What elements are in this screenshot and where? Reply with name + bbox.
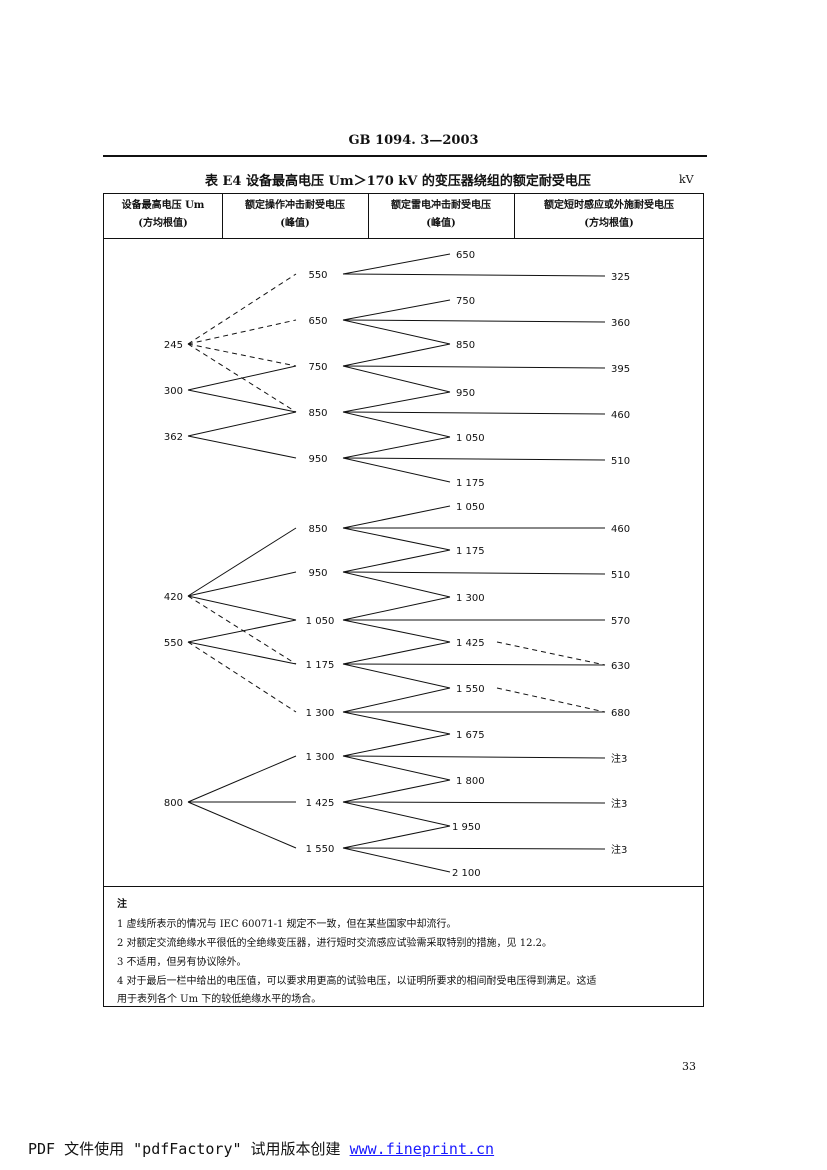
lightning-impulse-label: 1 425 (456, 638, 485, 649)
um-label: 300 (164, 386, 183, 397)
table-unit: kV (679, 173, 694, 186)
switching-impulse-label: 1 300 (306, 708, 335, 719)
column-header-short-duration-line1: 额定短时感应或外施耐受电压 (544, 200, 674, 211)
short-duration-label: 395 (611, 364, 630, 375)
header-rule (103, 155, 707, 157)
note-item: 2 对额定交流绝缘水平很低的全绝缘变压器，进行短时交流感应试验需采取特别的措施，… (117, 938, 552, 949)
switching-impulse-label: 1 300 (306, 752, 335, 763)
lightning-impulse-label: 850 (456, 340, 475, 351)
column-header-lightning: 额定雷电冲击耐受电压 (峰值) (368, 193, 514, 239)
column-header-um: 设备最高电压 Um (方均根值) (104, 193, 222, 239)
note-item: 1 虚线所表示的情况与 IEC 60071-1 规定不一致，但在某些国家中却流行… (117, 919, 457, 930)
switching-impulse-label: 950 (308, 454, 327, 465)
lightning-impulse-label: 1 675 (456, 730, 485, 741)
short-duration-labels: 325 360 395 460 510 460 510 570 630 680 … (611, 272, 630, 856)
standard-code: GB 1094. 3—2003 (348, 133, 479, 148)
short-duration-label: 680 (611, 708, 630, 719)
switching-impulse-label: 550 (308, 270, 327, 281)
switching-impulse-label: 650 (308, 316, 327, 327)
column-header-um-line2: (方均根值) (138, 218, 188, 229)
short-duration-label: 510 (611, 570, 630, 581)
lightning-impulse-label: 950 (456, 388, 475, 399)
short-duration-label: 570 (611, 616, 630, 627)
short-duration-label: 360 (611, 318, 630, 329)
footer-link[interactable]: www.fineprint.cn (349, 1140, 495, 1158)
um-label: 362 (164, 432, 183, 443)
switching-impulse-labels: 550 650 750 850 950 850 950 1 050 1 175 … (306, 270, 335, 855)
notes-rule (103, 886, 704, 887)
switching-impulse-label: 850 (308, 524, 327, 535)
um-labels: 245 300 362 420 550 800 (164, 340, 183, 809)
column-divider (514, 193, 515, 239)
column-header-switching-line1: 额定操作冲击耐受电压 (245, 200, 345, 211)
switching-impulse-label: 1 050 (306, 616, 335, 627)
switching-impulse-label: 950 (308, 568, 327, 579)
switching-impulse-label: 750 (308, 362, 327, 373)
page-number: 33 (682, 1060, 696, 1073)
switching-impulse-label: 1 550 (306, 844, 335, 855)
short-duration-label: 460 (611, 410, 630, 421)
lightning-impulse-label: 1 050 (456, 502, 485, 513)
lightning-impulse-label: 1 550 (456, 684, 485, 695)
column-header-lightning-line2: (峰值) (426, 218, 456, 229)
solid-connectors (187, 253, 606, 873)
dashed-connectors (187, 273, 606, 713)
footer: PDF 文件使用 "pdfFactory" 试用版本创建 www.finepri… (28, 1138, 494, 1159)
um-label: 420 (164, 592, 183, 603)
column-header-short-duration-line2: (方均根值) (584, 218, 634, 229)
column-header-switching-line2: (峰值) (280, 218, 310, 229)
lightning-impulse-label: 1 300 (456, 593, 485, 604)
short-duration-label: 注3 (611, 797, 627, 810)
lightning-impulse-label: 750 (456, 296, 475, 307)
column-header-lightning-line1: 额定雷电冲击耐受电压 (391, 200, 491, 211)
um-label: 800 (164, 798, 183, 809)
column-divider (222, 193, 223, 239)
lightning-impulse-label: 1 050 (456, 433, 485, 444)
lightning-impulse-label: 650 (456, 250, 475, 261)
column-header-um-line1: 设备最高电压 Um (121, 200, 205, 211)
short-duration-label: 325 (611, 272, 630, 283)
note-item: 3 不适用，但另有协议除外。 (117, 957, 247, 968)
table-frame (103, 193, 704, 1007)
switching-impulse-label: 1 425 (306, 798, 335, 809)
short-duration-label: 注3 (611, 752, 627, 765)
column-header-short-duration: 额定短时感应或外施耐受电压 (方均根值) (514, 193, 704, 239)
switching-impulse-label: 850 (308, 408, 327, 419)
short-duration-label: 注3 (611, 843, 627, 856)
notes-heading: 注 (117, 899, 127, 910)
table-title: 表 E4 设备最高电压 Um＞170 kV 的变压器绕组的额定耐受电压 (205, 174, 591, 189)
note-item: 4 对于最后一栏中给出的电压值，可以要求用更高的试验电压，以证明所要求的相间耐受… (117, 976, 597, 987)
lightning-impulse-labels: 650 750 850 950 1 050 1 175 1 050 1 175 … (452, 250, 485, 879)
lightning-impulse-label: 1 800 (456, 776, 485, 787)
footer-text: PDF 文件使用 "pdfFactory" 试用版本创建 (28, 1140, 350, 1158)
um-label: 245 (164, 340, 183, 351)
header-row-rule (103, 238, 704, 239)
lightning-impulse-label: 1 175 (456, 478, 485, 489)
short-duration-label: 460 (611, 524, 630, 535)
column-header-switching: 额定操作冲击耐受电压 (峰值) (222, 193, 368, 239)
lightning-impulse-label: 2 100 (452, 868, 481, 879)
short-duration-label: 630 (611, 661, 630, 672)
lightning-impulse-label: 1 175 (456, 546, 485, 557)
short-duration-label: 510 (611, 456, 630, 467)
um-label: 550 (164, 638, 183, 649)
switching-impulse-label: 1 175 (306, 660, 335, 671)
column-divider (368, 193, 369, 239)
note-item: 用于表列各个 Um 下的较低绝缘水平的场合。 (117, 994, 322, 1005)
lightning-impulse-label: 1 950 (452, 822, 481, 833)
